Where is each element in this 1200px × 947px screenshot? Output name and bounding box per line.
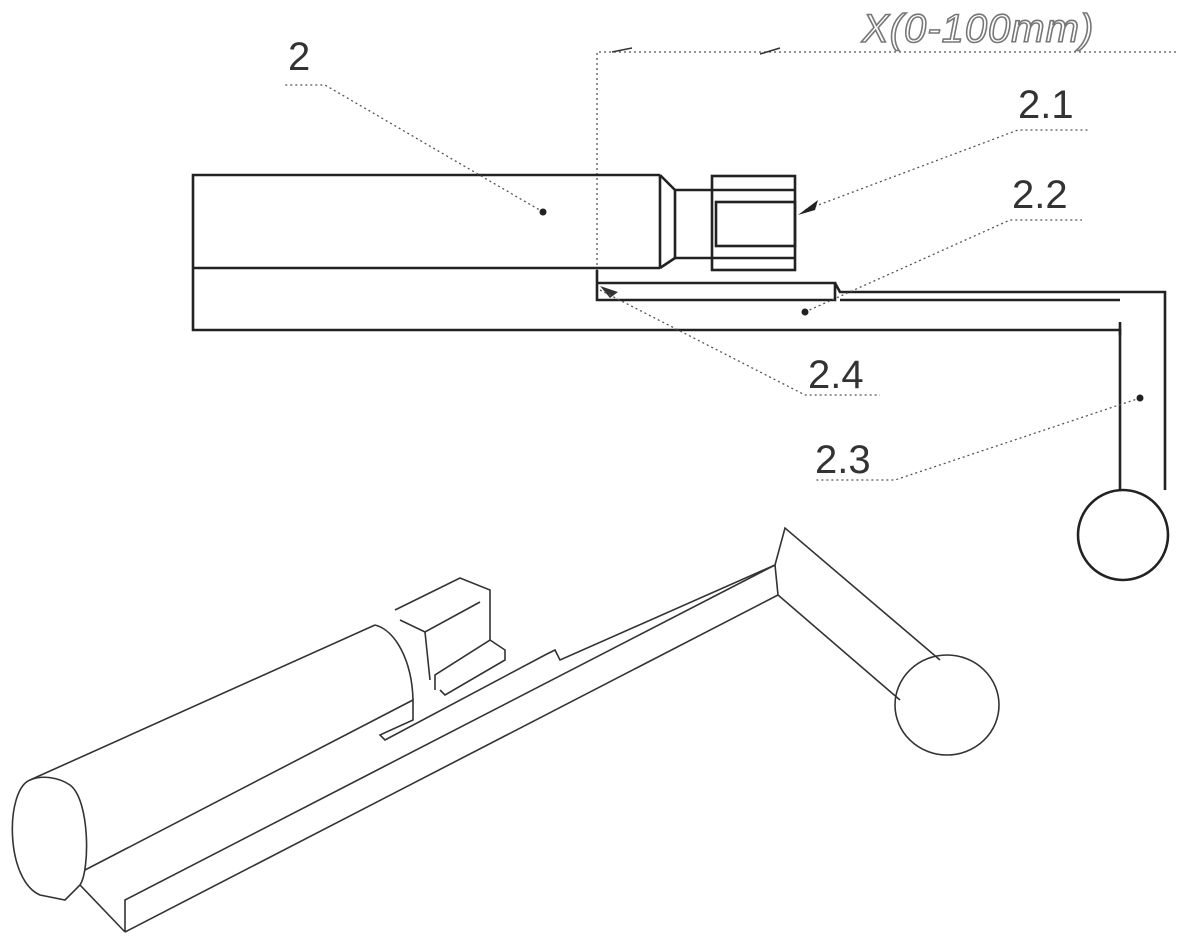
dimension-line	[596, 47, 1178, 270]
body-2-outline	[191, 173, 1122, 490]
dimension-label: X(0-100mm)	[861, 7, 1094, 51]
part-2-4-marker	[600, 286, 618, 298]
label-2: 2	[288, 35, 310, 79]
iso-ball	[894, 654, 1000, 756]
leader-lines	[285, 84, 1144, 481]
label-2-3: 2.3	[815, 438, 871, 482]
connector-2-1	[675, 174, 797, 272]
label-2-2: 2.2	[1012, 173, 1068, 217]
ball-2-3	[1076, 488, 1170, 582]
label-2-4: 2.4	[808, 353, 864, 397]
isometric-view	[11, 526, 1000, 933]
plate-2-2	[595, 270, 1167, 490]
top-view	[191, 173, 1170, 582]
label-2-1: 2.1	[1018, 83, 1074, 127]
